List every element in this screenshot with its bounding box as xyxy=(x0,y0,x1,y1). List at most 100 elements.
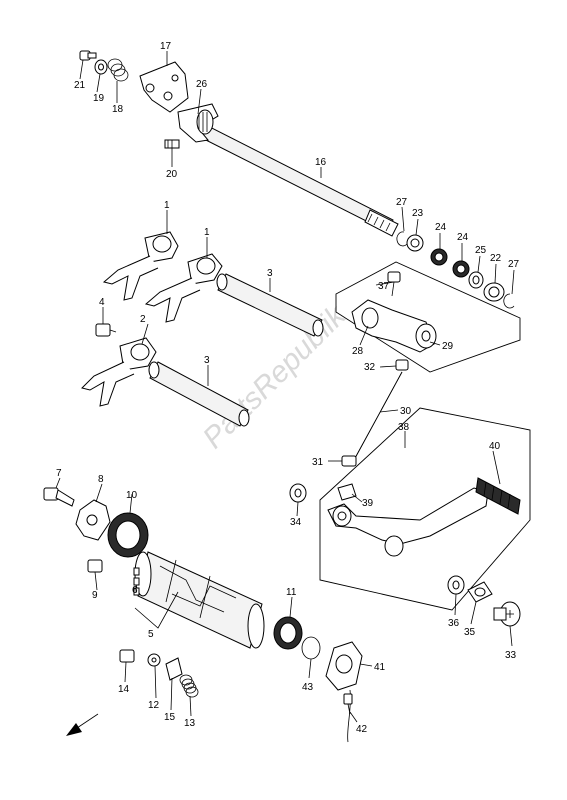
callout-7: 7 xyxy=(56,468,62,479)
callout-6: 6 xyxy=(132,585,138,596)
callout-1a: 1 xyxy=(164,200,170,211)
bearing-24a xyxy=(430,248,448,266)
return-spring xyxy=(107,58,129,82)
callout-34: 34 xyxy=(290,517,302,528)
oil-seal-22 xyxy=(483,282,505,302)
clip-39 xyxy=(337,483,357,501)
callout-38: 38 xyxy=(398,422,410,433)
shift-fork-1b[interactable] xyxy=(144,253,223,323)
callout-1b: 1 xyxy=(204,227,210,238)
callout-26: 26 xyxy=(196,79,208,90)
leader-lines xyxy=(55,51,515,723)
washer-36 xyxy=(447,575,465,595)
shift-shaft[interactable] xyxy=(189,119,399,237)
link-rod-30[interactable] xyxy=(353,371,403,461)
callout-3b: 3 xyxy=(204,355,210,366)
watermark: PartsRepublik xyxy=(197,298,354,455)
callout-labels: 21 19 18 17 26 20 16 27 23 24 24 25 22 2… xyxy=(56,41,520,735)
callout-14: 14 xyxy=(118,684,130,695)
callout-22: 22 xyxy=(490,253,502,264)
callout-5: 5 xyxy=(148,629,154,640)
callout-10: 10 xyxy=(126,490,138,501)
spring-13 xyxy=(179,674,199,698)
callout-17: 17 xyxy=(160,41,172,52)
nut-32 xyxy=(395,359,409,371)
washer-12 xyxy=(147,653,161,667)
shift-cam-plate xyxy=(139,61,189,113)
callout-25: 25 xyxy=(475,245,487,256)
bolt-14 xyxy=(119,649,135,663)
washer-19 xyxy=(94,59,108,75)
callout-37: 37 xyxy=(378,281,390,292)
washer-23 xyxy=(406,234,424,252)
bolt-21 xyxy=(79,50,97,61)
stopper-15 xyxy=(165,657,183,681)
arm-group-frame xyxy=(335,261,521,373)
bolt-7 xyxy=(43,487,75,507)
washer-25 xyxy=(468,271,484,289)
bearing-10 xyxy=(107,512,149,558)
callout-30: 30 xyxy=(400,406,412,417)
washer-34 xyxy=(289,483,307,503)
circlip-27b xyxy=(503,293,515,309)
bolt-4 xyxy=(95,323,117,337)
callout-18: 18 xyxy=(112,104,124,115)
callout-29: 29 xyxy=(442,341,454,352)
circlip-27a xyxy=(396,231,408,247)
o-ring-43 xyxy=(301,636,321,660)
shift-fork-1a[interactable] xyxy=(102,231,179,301)
gear-position-sensor-41[interactable] xyxy=(325,641,363,743)
gearshift-lever[interactable] xyxy=(327,487,489,557)
bearing-24b xyxy=(452,260,470,278)
bolt-9 xyxy=(87,559,103,573)
callout-24a: 24 xyxy=(435,222,447,233)
bearing-11 xyxy=(273,616,303,650)
callout-32: 32 xyxy=(364,362,376,373)
callout-36: 36 xyxy=(448,618,460,629)
callout-24b: 24 xyxy=(457,232,469,243)
callout-19: 19 xyxy=(93,93,105,104)
callout-27b: 27 xyxy=(508,259,520,270)
gearshift-arm[interactable] xyxy=(351,299,437,353)
front-direction-arrow-icon xyxy=(66,713,99,736)
lever-group-frame xyxy=(319,407,531,611)
bolt-33 xyxy=(493,601,521,627)
callout-3a: 3 xyxy=(267,268,273,279)
callout-42: 42 xyxy=(356,724,368,735)
callout-15: 15 xyxy=(164,712,176,723)
callout-43: 43 xyxy=(302,682,314,693)
callout-8: 8 xyxy=(98,474,104,485)
shift-shaft-arm xyxy=(177,103,219,143)
bolt-37 xyxy=(387,271,401,297)
fork-shaft-3b[interactable] xyxy=(148,361,250,427)
screw-42 xyxy=(343,693,353,715)
stud-20 xyxy=(164,139,180,149)
callout-35: 35 xyxy=(464,627,476,638)
callout-11: 11 xyxy=(286,587,297,598)
shift-fork-2[interactable] xyxy=(81,337,157,407)
callout-20: 20 xyxy=(166,169,178,180)
callout-13: 13 xyxy=(184,718,196,729)
callout-27a: 27 xyxy=(396,197,408,208)
callout-39: 39 xyxy=(362,498,374,509)
callout-9: 9 xyxy=(92,590,98,601)
callout-23: 23 xyxy=(412,208,424,219)
clip-35 xyxy=(467,581,493,603)
callout-41: 41 xyxy=(374,662,386,673)
footrest-rubber-40 xyxy=(475,477,521,515)
callout-28: 28 xyxy=(352,346,364,357)
nut-31 xyxy=(341,455,357,467)
callout-31: 31 xyxy=(312,457,324,468)
callout-2: 2 xyxy=(140,314,146,325)
gearshift-cam-drum[interactable] xyxy=(134,551,265,649)
callout-16: 16 xyxy=(315,157,327,168)
callout-12: 12 xyxy=(148,700,160,711)
callout-33: 33 xyxy=(505,650,517,661)
pin-6 xyxy=(133,567,140,596)
callout-4: 4 xyxy=(99,297,105,308)
cam-stopper-plate-8[interactable] xyxy=(75,499,111,541)
callout-40: 40 xyxy=(489,441,501,452)
fork-shaft-3a[interactable] xyxy=(216,273,324,337)
